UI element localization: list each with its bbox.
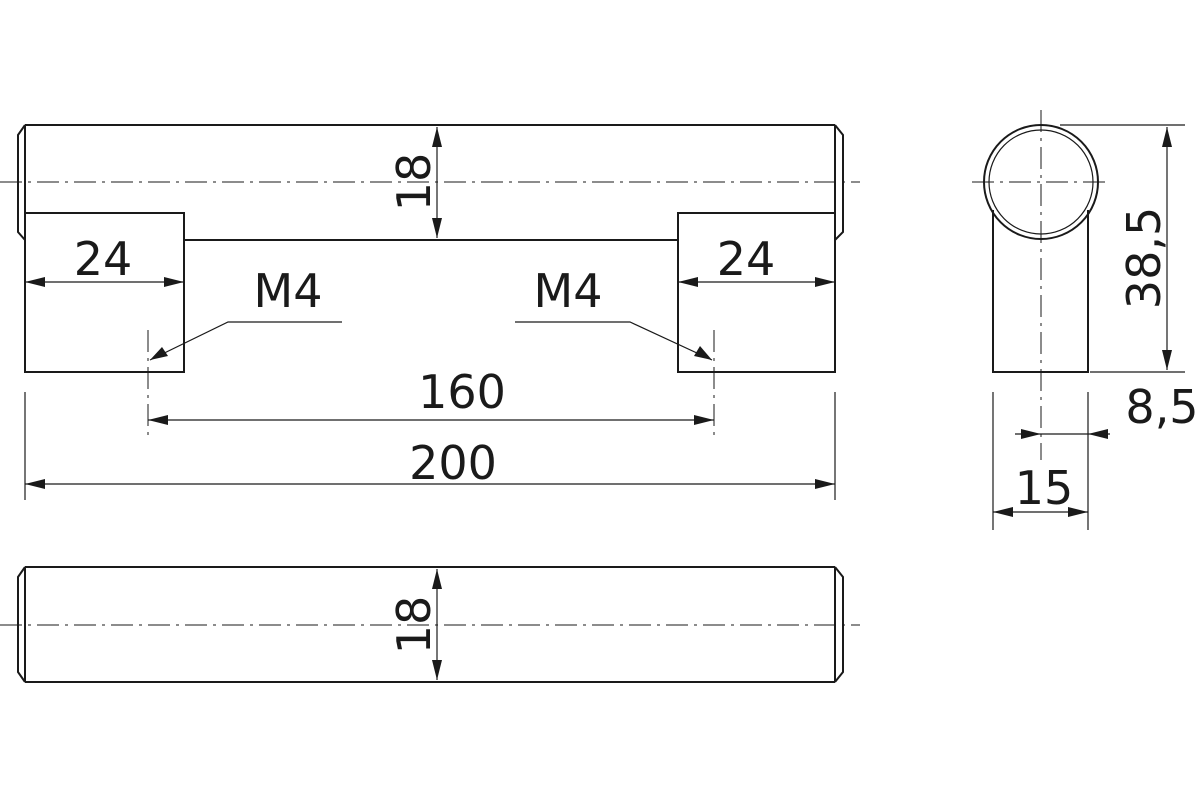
top-diameter-dimension: 18 <box>387 569 442 680</box>
front-height-label: 18 <box>387 153 441 212</box>
right-thread-callout: M4 <box>515 264 713 361</box>
side-width-dimension: 15 <box>993 461 1088 517</box>
front-bar-outline <box>17 124 844 241</box>
side-width-label: 15 <box>1015 461 1074 515</box>
top-diameter-label: 18 <box>387 596 441 655</box>
total-length-dimension: 200 <box>25 436 835 490</box>
front-view: 18 24 24 M4 M4 <box>0 124 860 500</box>
side-offset-dimension: 8,5 <box>1015 380 1199 439</box>
front-height-dimension: 18 <box>387 127 442 238</box>
side-bar-inner-circle <box>988 129 1094 235</box>
hole-spacing-dimension: 160 <box>148 365 714 425</box>
hole-spacing-label: 160 <box>418 365 506 419</box>
right-foot-width-label: 24 <box>717 232 776 286</box>
side-view: 38,5 8,5 15 <box>972 110 1199 530</box>
left-foot <box>24 212 185 373</box>
left-thread-label: M4 <box>254 264 323 318</box>
right-foot-width-dimension: 24 <box>678 232 835 287</box>
total-length-label: 200 <box>409 436 497 490</box>
left-thread-callout: M4 <box>149 264 342 361</box>
left-foot-width-label: 24 <box>74 232 133 286</box>
side-height-label: 38,5 <box>1117 207 1171 309</box>
right-foot <box>677 212 836 373</box>
side-height-dimension: 38,5 <box>1060 124 1185 373</box>
right-thread-label: M4 <box>534 264 603 318</box>
top-view: 18 <box>0 566 860 683</box>
side-offset-label: 8,5 <box>1125 380 1198 434</box>
left-foot-width-dimension: 24 <box>25 232 184 287</box>
